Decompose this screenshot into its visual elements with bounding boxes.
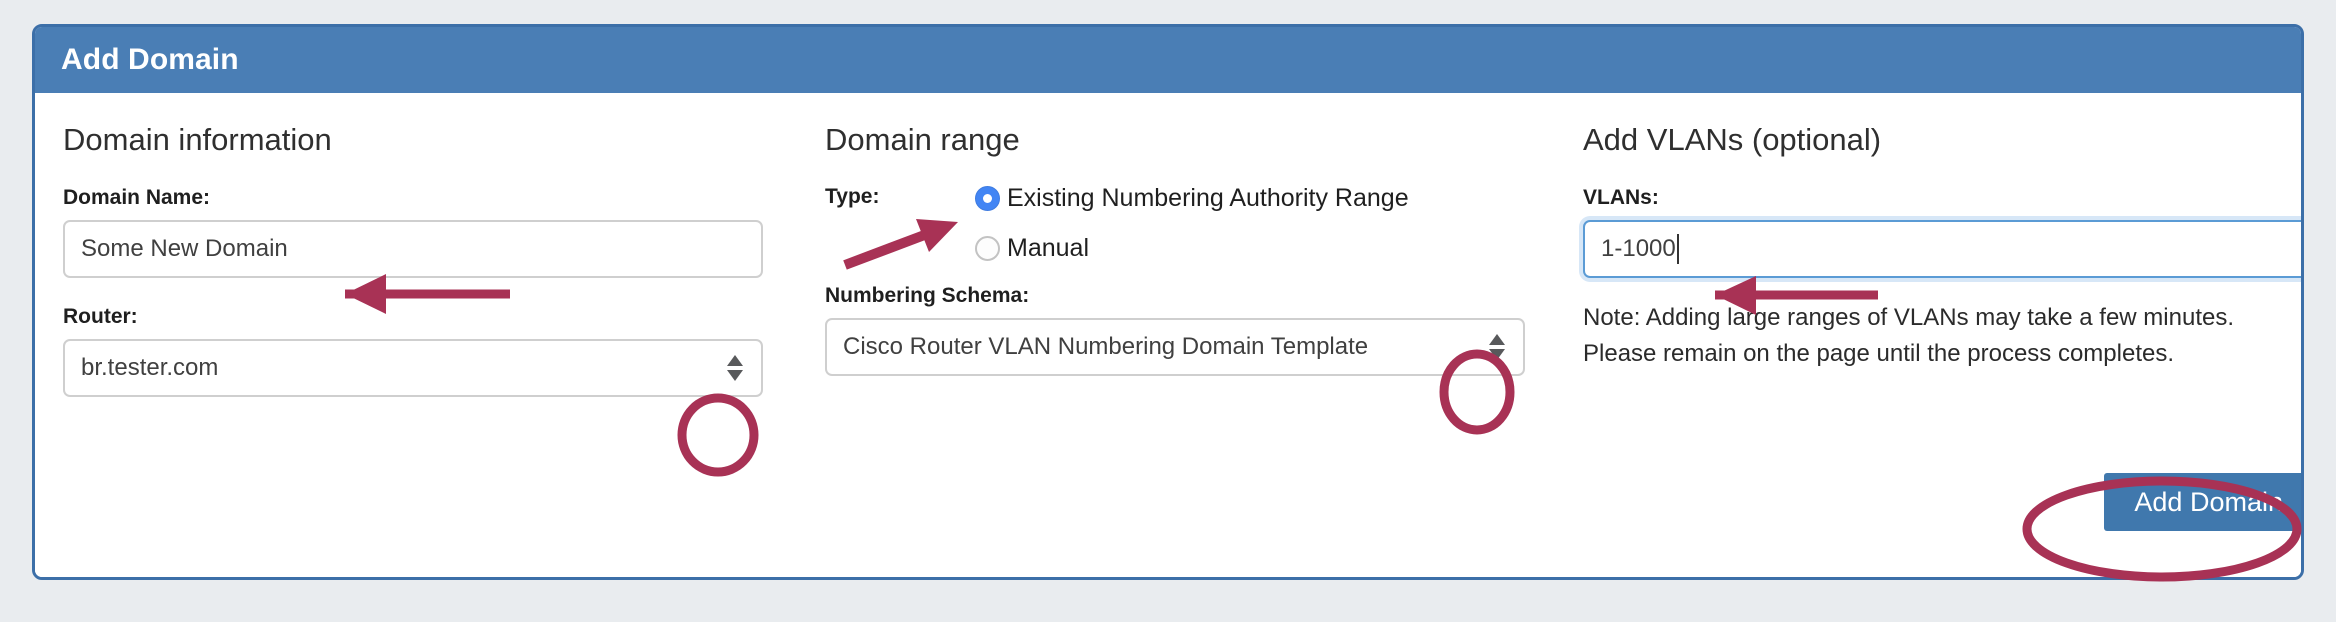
text-caret — [1676, 234, 1679, 264]
updown-stepper-icon[interactable] — [725, 351, 745, 385]
add-domain-panel: Add Domain Domain information Domain Nam… — [32, 24, 2304, 580]
radio-label-manual: Manual — [1007, 233, 1089, 262]
page-title: Add Domain — [61, 43, 239, 76]
domain-range-heading: Domain range — [825, 122, 1020, 157]
domain-information-heading: Domain information — [63, 122, 332, 157]
vlans-input[interactable]: 1-1000 — [1583, 220, 2301, 278]
numbering-schema-label: Numbering Schema: — [825, 284, 1030, 307]
add-vlans-heading: Add VLANs (optional) — [1583, 122, 1882, 157]
radio-existing-numbering-authority-range[interactable]: Existing Numbering Authority Range — [975, 181, 1409, 215]
numbering-schema-select[interactable]: Cisco Router VLAN Numbering Domain Templ… — [825, 318, 1525, 376]
add-vlans-column: Add VLANs (optional) VLANs: 1-1000 Note:… — [1583, 93, 2301, 372]
vlans-note: Note: Adding large ranges of VLANs may t… — [1583, 304, 2235, 367]
domain-range-column: Domain range Type: Existing Numbering Au… — [825, 93, 1585, 376]
vlans-value: 1-1000 — [1601, 235, 1676, 262]
router-label: Router: — [63, 305, 138, 328]
router-value: br.tester.com — [81, 354, 219, 381]
type-label: Type: — [825, 185, 880, 208]
add-domain-button[interactable]: Add Domain — [2104, 473, 2301, 531]
type-row: Type: Existing Numbering Authority Range… — [825, 181, 1585, 281]
numbering-schema-value: Cisco Router VLAN Numbering Domain Templ… — [843, 333, 1369, 360]
action-row: Add Domain — [1583, 473, 2301, 531]
updown-stepper-icon[interactable] — [1487, 330, 1507, 364]
domain-name-input[interactable]: Some New Domain — [63, 220, 763, 278]
radio-label-existing-range: Existing Numbering Authority Range — [1007, 183, 1409, 212]
radio-manual[interactable]: Manual — [975, 231, 1409, 265]
domain-name-label: Domain Name: — [63, 186, 211, 209]
type-radio-group: Existing Numbering Authority Range Manua… — [975, 181, 1409, 281]
panel-body: Domain information Domain Name: Some New… — [35, 93, 2301, 577]
router-select[interactable]: br.tester.com — [63, 339, 763, 397]
radio-selected-icon[interactable] — [975, 185, 1000, 211]
domain-information-column: Domain information Domain Name: Some New… — [63, 93, 823, 397]
panel-header: Add Domain — [35, 27, 2301, 93]
radio-unselected-icon[interactable] — [975, 235, 1000, 261]
vlans-label: VLANs: — [1583, 186, 1659, 209]
domain-name-value: Some New Domain — [81, 235, 288, 262]
